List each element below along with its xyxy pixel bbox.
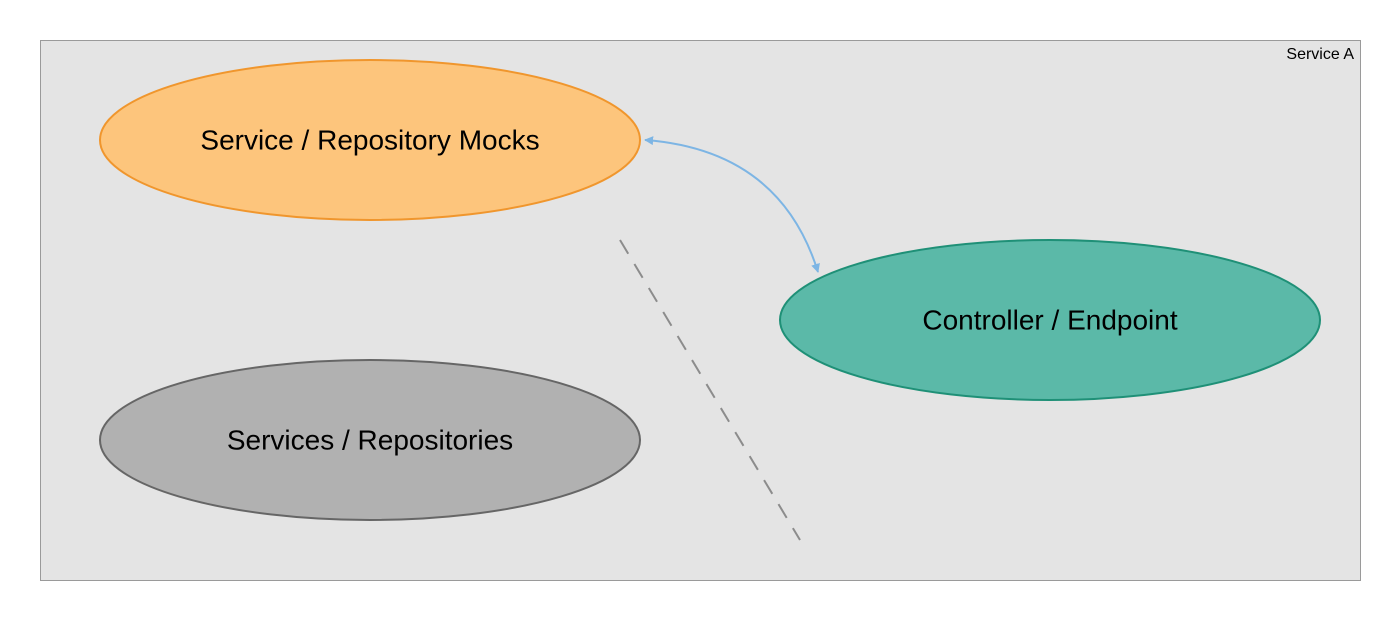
- mocks-label: Service / Repository Mocks: [200, 125, 539, 156]
- node-controller-endpoint[interactable]: Controller / Endpoint: [779, 239, 1321, 401]
- services-label: Services / Repositories: [227, 425, 513, 456]
- node-service-repository-mocks[interactable]: Service / Repository Mocks: [99, 59, 641, 221]
- services-ellipse: [99, 359, 641, 521]
- mocks-ellipse: [99, 59, 641, 221]
- mock-controller-arrow[interactable]: [644, 136, 820, 273]
- controller-ellipse: [779, 239, 1321, 401]
- controller-label: Controller / Endpoint: [922, 305, 1177, 336]
- dashed-boundary-line: [619, 239, 801, 541]
- service-a-label: Service A: [1286, 46, 1354, 63]
- node-services-repositories[interactable]: Services / Repositories: [99, 359, 641, 521]
